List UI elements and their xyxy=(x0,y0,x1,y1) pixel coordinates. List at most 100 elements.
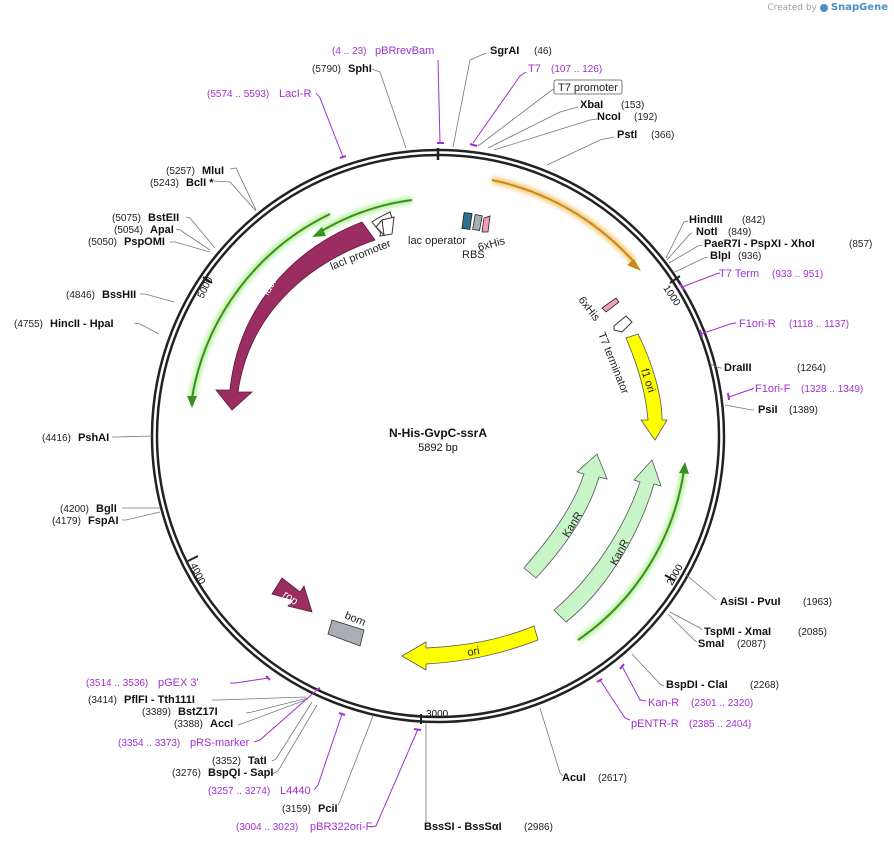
enzyme-name[interactable]: AcuI xyxy=(562,772,586,784)
kanR-arrow-1[interactable] xyxy=(523,453,608,579)
ori-arrow[interactable] xyxy=(401,625,539,671)
rop-arrow[interactable] xyxy=(271,577,313,613)
enzyme-name[interactable]: XbaI xyxy=(580,99,603,111)
enzyme-name[interactable]: PaeR7I - PspXI - XhoI xyxy=(704,238,815,250)
enzyme-name[interactable]: BglI xyxy=(96,503,117,515)
primer-name[interactable]: LacI-R xyxy=(279,88,311,100)
primer-labels: (4 .. 23) pBRrevBam T7 (107 .. 126) (557… xyxy=(86,45,863,833)
lacI-arrow[interactable] xyxy=(215,221,376,411)
primer-pos: (3354 .. 3373) xyxy=(118,738,180,749)
enzyme-name[interactable]: BspQI - SapI xyxy=(208,767,273,779)
snapgene-credit: Created by SnapGene xyxy=(767,2,888,13)
his-box-inner[interactable] xyxy=(601,297,620,313)
primer-name[interactable]: T7 Term xyxy=(719,268,759,280)
right-green-arrow[interactable] xyxy=(577,469,685,641)
enzyme-pos: (3414) xyxy=(88,695,117,706)
enzyme-pos: (192) xyxy=(634,112,657,123)
enzyme-pos: (46) xyxy=(534,46,552,57)
enzyme-name[interactable]: PciI xyxy=(318,803,338,815)
enzyme-pos: (5050) xyxy=(88,237,117,248)
enzyme-name[interactable]: TatI xyxy=(248,755,267,767)
enzyme-name[interactable]: MluI xyxy=(202,165,224,177)
enzyme-name[interactable]: NcoI xyxy=(597,111,621,123)
enzyme-name[interactable]: BlpI xyxy=(710,250,731,262)
primer-name[interactable]: pRS-marker xyxy=(190,737,250,749)
lacI-green-arrow[interactable] xyxy=(319,199,413,233)
enzyme-name[interactable]: SmaI xyxy=(698,638,724,650)
enzyme-name[interactable]: NotI xyxy=(696,226,717,238)
primer-name[interactable]: F1ori-R xyxy=(739,318,776,330)
rbs-box[interactable] xyxy=(472,214,483,232)
primer-name[interactable]: pGEX 3' xyxy=(158,677,199,689)
enzyme-name[interactable]: PsiI xyxy=(758,404,778,416)
tick-4000 xyxy=(187,555,199,562)
enzyme-name[interactable]: BstZ17I xyxy=(178,706,218,718)
enzyme-pos: (3388) xyxy=(174,719,203,730)
enzyme-pos: (5054) xyxy=(114,225,143,236)
enzyme-pos: (4416) xyxy=(42,433,71,444)
enzyme-name[interactable]: BssHII xyxy=(102,289,136,301)
enzyme-name[interactable]: DraIII xyxy=(724,362,752,374)
primer-name[interactable]: Kan-R xyxy=(648,697,679,709)
primer-name[interactable]: pBR322ori-F xyxy=(310,821,373,833)
primer-name[interactable]: F1ori-F xyxy=(755,383,791,395)
enzyme-pos: (5075) xyxy=(112,213,141,224)
t7-cds-arrow[interactable] xyxy=(491,179,635,263)
rbs-label: RBS xyxy=(462,249,485,261)
enzyme-pos: (5243) xyxy=(150,178,179,189)
his-box-top[interactable] xyxy=(481,215,491,233)
enzyme-name[interactable]: AsiSI - PvuI xyxy=(720,596,781,608)
enzyme-pos: (2986) xyxy=(524,822,553,833)
t7-terminator-box[interactable] xyxy=(613,315,633,333)
t7-promoter-label: T7 promoter xyxy=(558,82,618,94)
enzyme-name[interactable]: HindIII xyxy=(689,214,723,226)
enzyme-name[interactable]: SphI xyxy=(348,63,372,75)
t7-promoter-box[interactable] xyxy=(553,79,623,95)
enzyme-pos: (4846) xyxy=(66,290,95,301)
ori-label: ori xyxy=(466,645,480,659)
tick-label-3000: 3000 xyxy=(426,709,449,720)
right-green-arrowhead xyxy=(679,462,689,474)
bom-box[interactable] xyxy=(327,619,365,647)
primer-pos: (3257 .. 3274) xyxy=(208,786,270,797)
enzyme-name[interactable]: PshAI xyxy=(78,432,109,444)
f1-ori-arrow[interactable] xyxy=(625,333,668,441)
enzyme-name[interactable]: PspOMI xyxy=(124,236,165,248)
enzyme-name[interactable]: HincII - HpaI xyxy=(50,318,114,330)
primer-name[interactable]: pENTR-R xyxy=(631,718,679,730)
primer-name[interactable]: pBRrevBam xyxy=(375,45,434,57)
t7-terminator-label: T7 terminator xyxy=(595,331,631,396)
primer-pos: (1118 .. 1137) xyxy=(789,319,849,330)
primer-pos: (3514 .. 3536) xyxy=(86,678,148,689)
left-green-arrow[interactable] xyxy=(191,213,331,399)
primer-name[interactable]: T7 xyxy=(528,63,541,75)
enzyme-pos: (5257) xyxy=(166,166,195,177)
enzyme-name[interactable]: PflFI - Tth111I xyxy=(124,694,195,706)
snapgene-logo-icon xyxy=(819,3,828,12)
enzyme-pos: (5790) xyxy=(312,64,341,75)
primer-pos: (4 .. 23) xyxy=(332,46,366,57)
enzyme-name[interactable]: PstI xyxy=(617,129,637,141)
enzyme-name[interactable]: FspAI xyxy=(88,515,119,527)
enzyme-name[interactable]: BstEII xyxy=(148,212,179,224)
kanR-arrow-2[interactable] xyxy=(553,459,662,623)
enzyme-pos: (366) xyxy=(651,130,674,141)
lacI-green-arrowhead xyxy=(312,227,326,237)
enzyme-name[interactable]: BclI * xyxy=(186,177,214,189)
tick-label-4000: 4000 xyxy=(187,561,207,586)
primer-pos: (2385 .. 2404) xyxy=(689,719,751,730)
enzyme-name[interactable]: BspDI - ClaI xyxy=(666,679,728,691)
enzyme-name[interactable]: ApaI xyxy=(150,224,174,236)
enzyme-name[interactable]: BssSI - BssSαI xyxy=(424,821,502,833)
enzyme-pos: (936) xyxy=(738,251,761,262)
primer-pos: (1328 .. 1349) xyxy=(801,384,863,395)
enzyme-name[interactable]: SgrAI xyxy=(490,45,519,57)
primer-name[interactable]: L4440 xyxy=(280,785,311,797)
enzyme-name[interactable]: AccI xyxy=(210,718,233,730)
enzyme-pos: (2268) xyxy=(750,680,779,691)
enzyme-pos: (2087) xyxy=(737,639,766,650)
lac-operator-box[interactable] xyxy=(461,212,473,230)
enzyme-name[interactable]: TspMI - XmaI xyxy=(704,626,771,638)
enzyme-pos: (2617) xyxy=(598,773,627,784)
